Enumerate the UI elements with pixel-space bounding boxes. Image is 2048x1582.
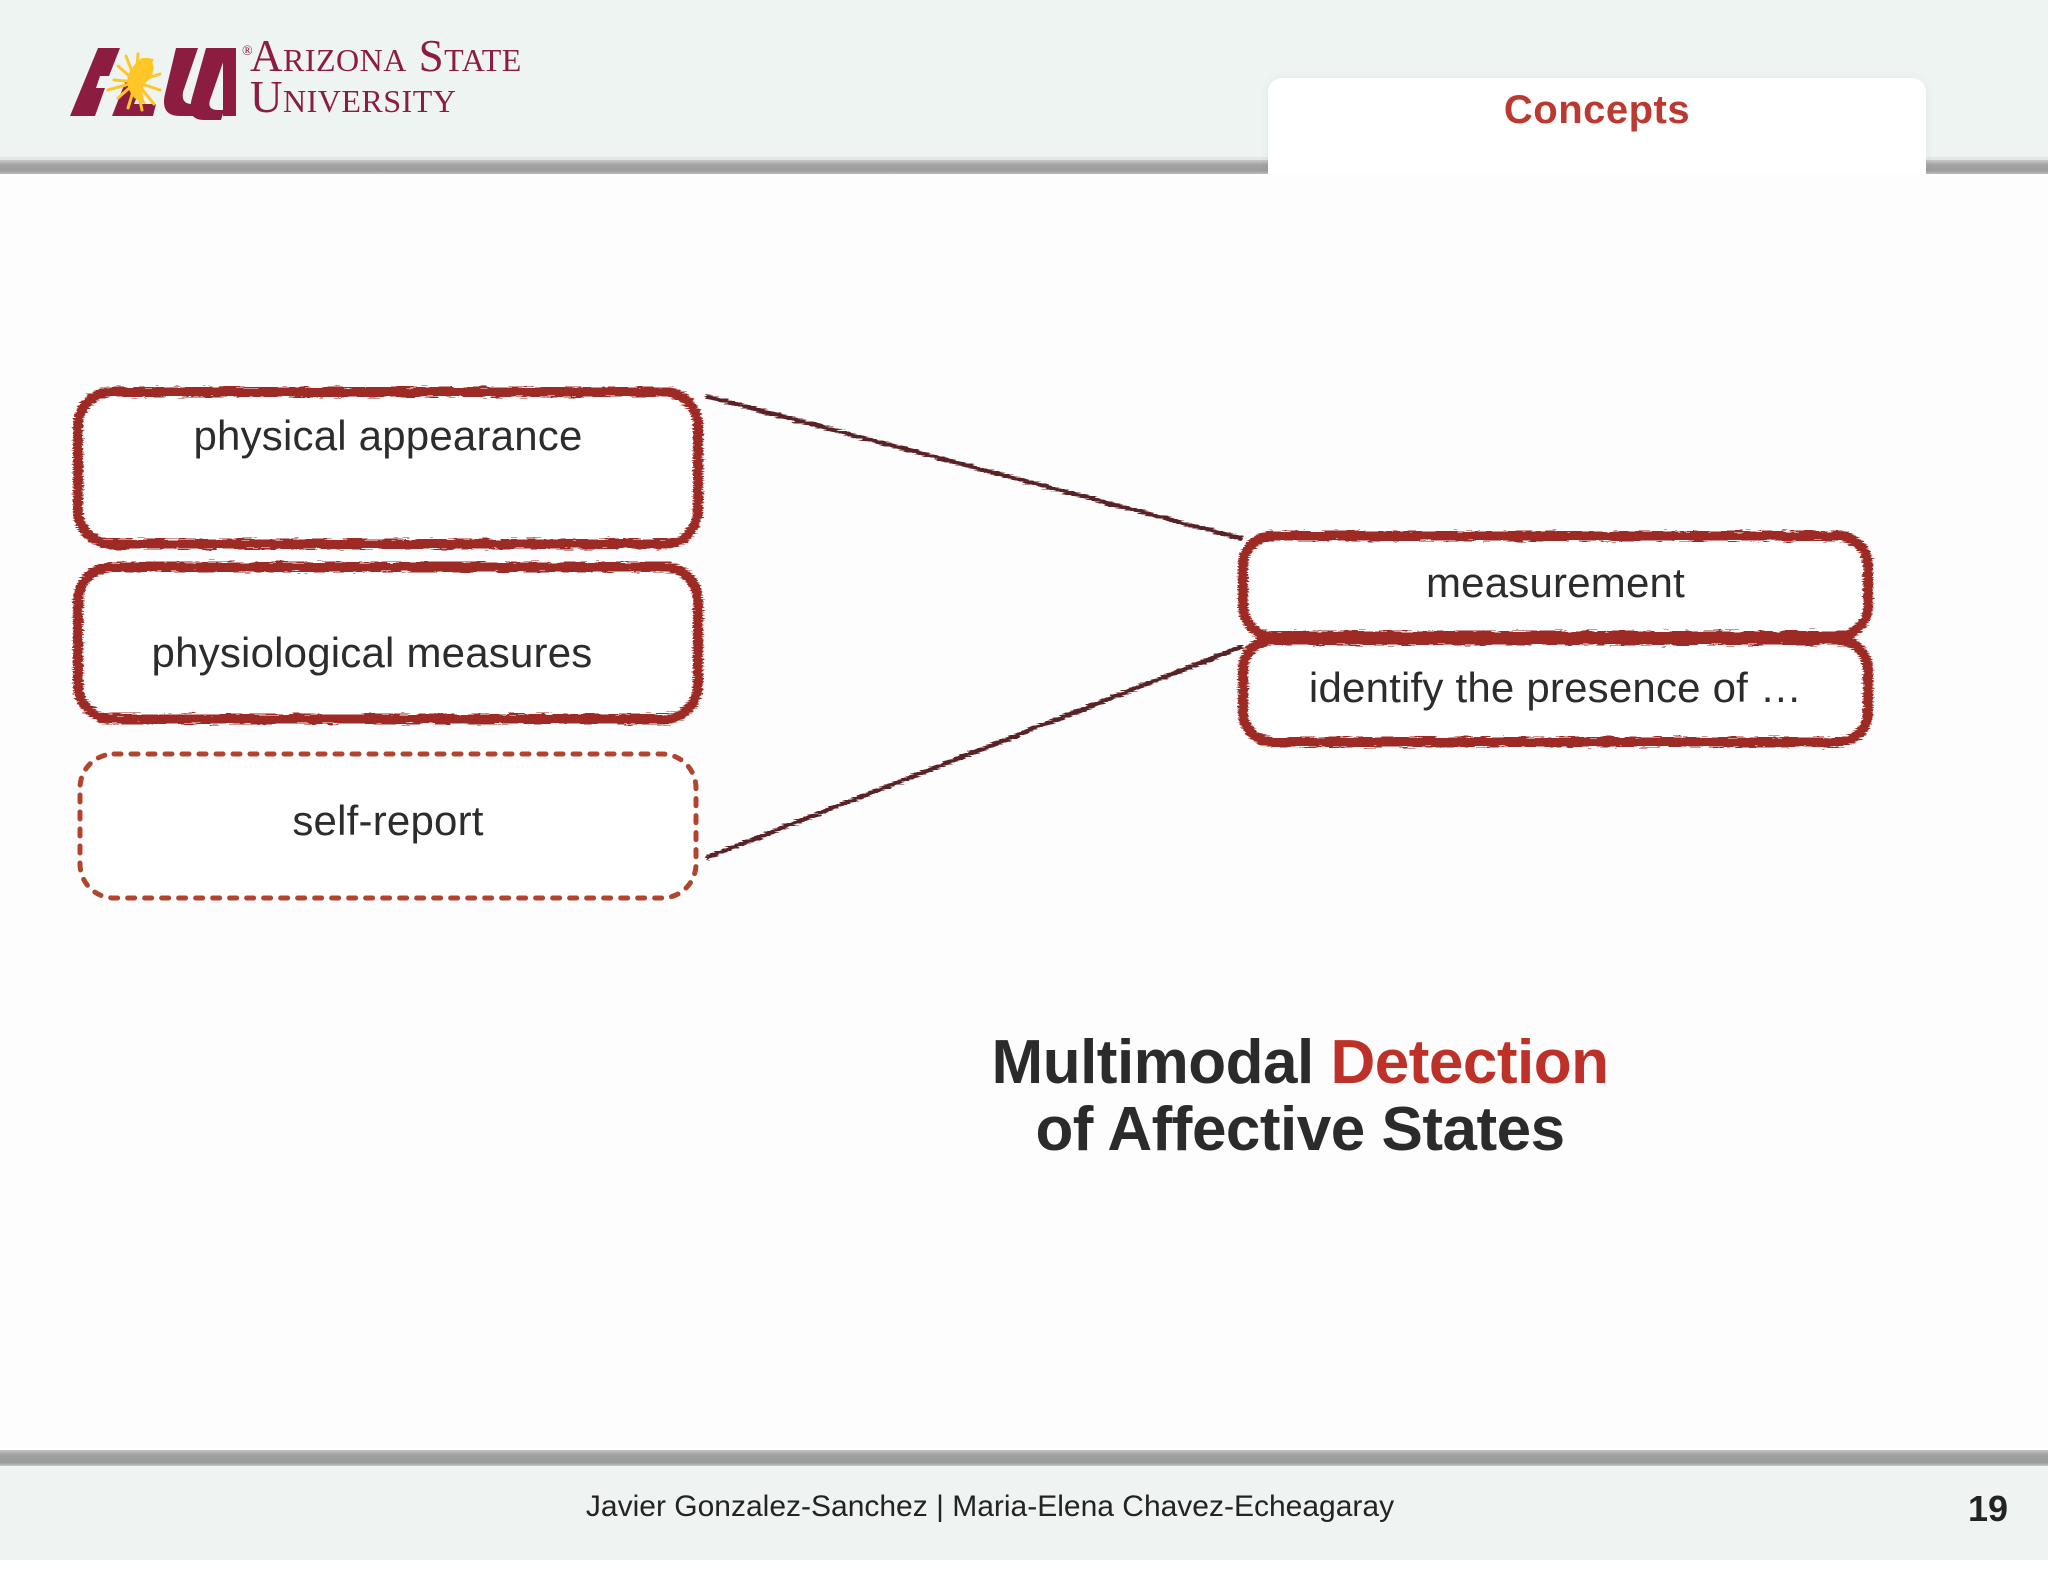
asu-logo: ® Arizona State University [68, 33, 568, 128]
asu-logo-mark [70, 48, 236, 120]
connector-identify-to-title [1450, 729, 1545, 969]
node-label-measurement: measurement [1426, 559, 1685, 606]
node-label-physiological-measures: physiological measures [151, 629, 593, 676]
diagram-stage: physical appearance physiological measur… [0, 174, 2048, 1448]
footer-band [0, 1466, 2048, 1560]
node-physiological-measures[interactable] [73, 562, 703, 724]
node-self-report[interactable] [77, 751, 699, 901]
header-divider-highlight [0, 157, 2048, 161]
node-label-physical-appearance: physical appearance [193, 412, 583, 459]
tab-concepts[interactable]: Concepts [1268, 78, 1926, 178]
footer-page-number: 19 [1967, 1488, 2008, 1529]
slide-title-line2: of Affective States [1035, 1094, 1565, 1164]
connector-appearance-to-measurement [705, 393, 1244, 542]
footer-divider [0, 1450, 2048, 1466]
node-physical-appearance[interactable] [73, 387, 703, 549]
node-identify-presence[interactable] [1238, 635, 1873, 747]
slide-title-line1: Multimodal Detection [740, 1028, 1860, 1097]
connector-physiological-to-identify [705, 643, 1244, 861]
slide-title-line1-accent: Detection [1330, 1028, 1609, 1097]
registered-trademark-icon: ® [242, 44, 253, 59]
slide-title-line1-plain: Multimodal [991, 1028, 1331, 1097]
asu-wordmark-line2: University [250, 72, 457, 123]
tab-concepts-label: Concepts [1503, 88, 1691, 132]
asu-wordmark: Arizona State University [250, 31, 580, 123]
node-label-self-report: self-report [292, 797, 484, 844]
asu-wordmark-line1: Arizona State [250, 31, 522, 81]
footer-credits: Javier Gonzalez-Sanchez | Maria-Elena Ch… [585, 1490, 1395, 1523]
node-label-identify-presence: identify the presence of … [1308, 664, 1803, 711]
slide-title: Multimodal Detection of Affective States [740, 1028, 1860, 1164]
diagram-shapes [73, 387, 1873, 969]
